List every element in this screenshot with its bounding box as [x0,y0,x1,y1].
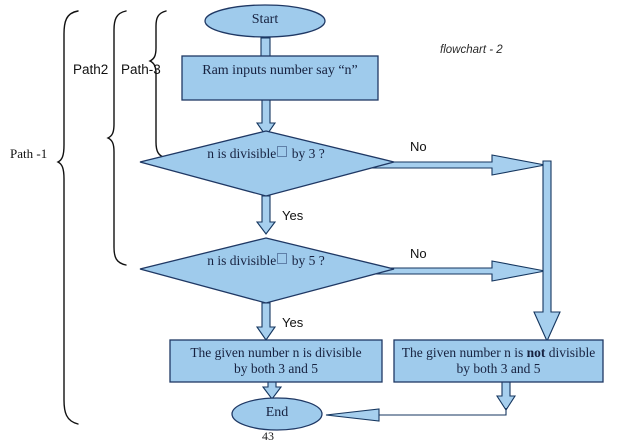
brace-path-1 [56,10,79,425]
node-end[interactable] [231,397,323,431]
connector-input-to-decision3 [255,99,277,137]
brace-path-2 [106,10,127,266]
node-decision-by-5[interactable] [139,237,395,304]
node-result-not-divisible[interactable] [393,339,604,383]
connector-decision3-yes [255,195,277,235]
connector-no-trunk-to-result-no [533,160,561,343]
node-decision-by-3[interactable] [139,130,395,197]
edge-label-decision5-no: No [410,246,427,261]
edge-label-decision3-yes: Yes [282,208,304,223]
edge-label-decision3-no: No [410,139,427,154]
flowchart-caption: flowchart - 2 [440,44,503,56]
path-brace-label-path-2: Path2 [73,62,109,77]
path-brace-label-path-3: Path-3 [121,62,161,77]
connector-start-to-input [260,37,271,58]
brace-path-3 [148,10,167,159]
page-number: 43 [262,429,274,443]
node-input[interactable] [181,55,379,101]
path-brace-label-path-1: Path -1 [10,146,48,161]
connector-decision5-yes [255,302,277,341]
edge-label-decision5-yes: Yes [282,315,304,330]
node-start[interactable] [204,4,326,38]
node-result-divisible[interactable] [169,339,383,383]
